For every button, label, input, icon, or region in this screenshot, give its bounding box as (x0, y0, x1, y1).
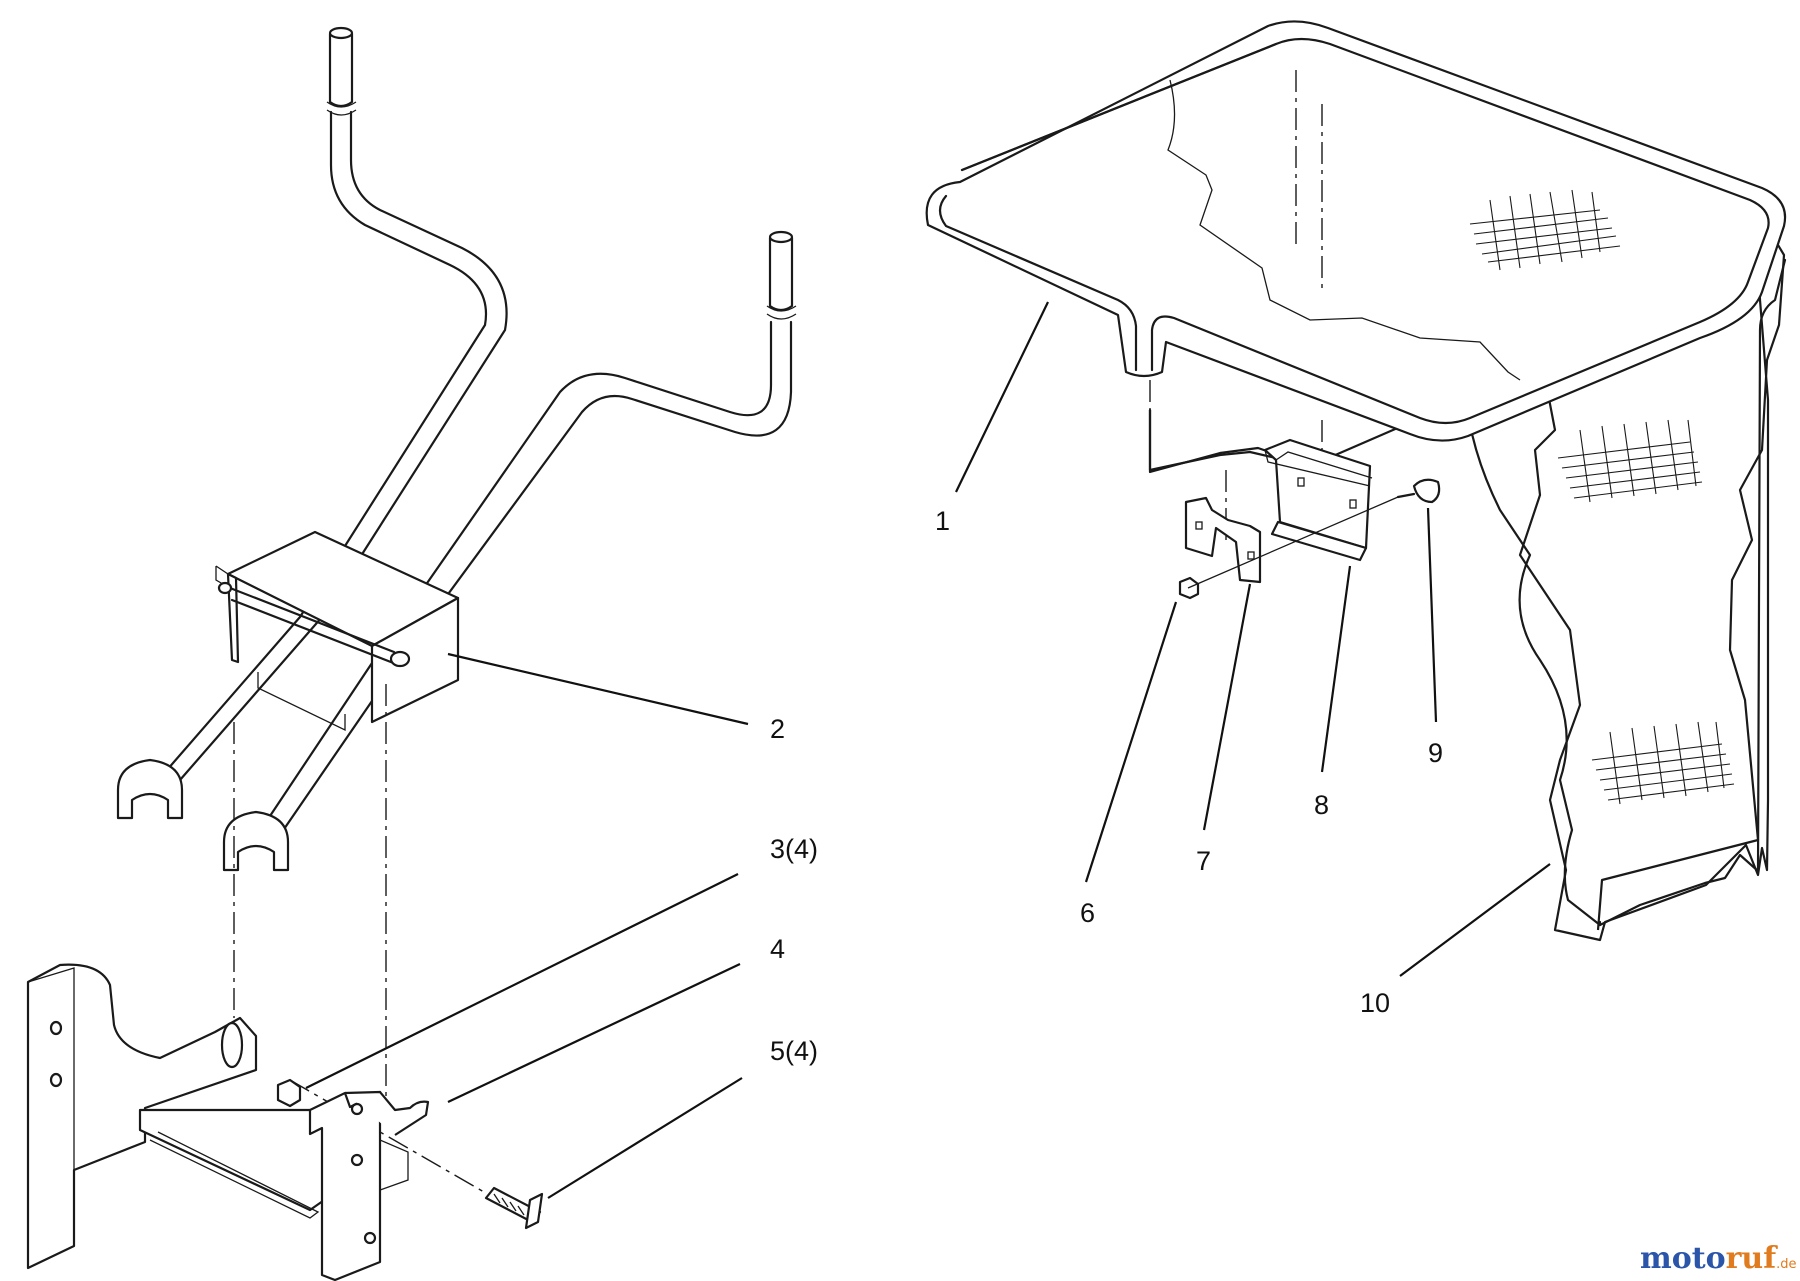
leader-lines (305, 301, 1551, 1199)
callout-5: 5(4) (770, 1036, 818, 1066)
leader-2 (447, 652, 749, 726)
leader-5 (547, 1077, 743, 1199)
bag-bracket-part-7 (1184, 496, 1262, 584)
nut-part-3 (276, 1078, 302, 1108)
mount-bracket (26, 963, 430, 1281)
handle-frame (116, 26, 797, 872)
svg-text:motoruf.de: motoruf.de (1640, 1241, 1797, 1276)
mesh-patch-top (1469, 189, 1621, 271)
callout-10: 10 (1360, 988, 1390, 1018)
leader-7 (1202, 583, 1252, 831)
callout-1: 1 (935, 506, 950, 536)
leader-8 (1320, 565, 1352, 773)
leader-6 (1084, 601, 1178, 883)
callout-9: 9 (1428, 738, 1443, 768)
callout-3: 3(4) (770, 834, 818, 864)
leader-3 (305, 873, 739, 1089)
alignment-lines-left (233, 684, 485, 1193)
bolt-part-5 (484, 1186, 544, 1230)
leader-4 (447, 963, 741, 1103)
mesh-patch-bottom (1591, 721, 1735, 805)
watermark-logo: motoruf.de (1640, 1241, 1797, 1276)
callout-2: 2 (770, 714, 785, 744)
leader-9 (1426, 507, 1438, 723)
mesh-patch-middle (1557, 419, 1703, 503)
callout-labels: 1 2 3(4) 4 5(4) 6 7 8 9 10 (770, 506, 1443, 1066)
callout-4: 4 (770, 934, 785, 964)
leader-1 (955, 301, 1049, 493)
screw-part-9 (1396, 478, 1441, 504)
leader-10 (1399, 863, 1551, 977)
callout-6: 6 (1080, 898, 1095, 928)
callout-7: 7 (1196, 846, 1211, 876)
callout-8: 8 (1314, 790, 1329, 820)
